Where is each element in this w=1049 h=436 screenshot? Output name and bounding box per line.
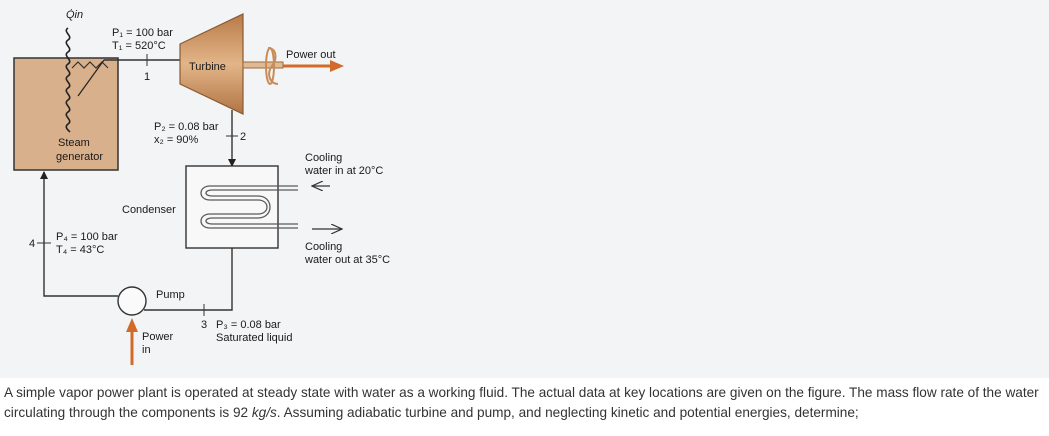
turbine-label: Turbine bbox=[189, 61, 226, 73]
state4-number: 4 bbox=[29, 238, 35, 250]
power-plant-diagram: Steam generator Q̇in 1 P₁ = 100 bar T₁ =… bbox=[13, 8, 390, 365]
heat-input-coil bbox=[65, 27, 71, 133]
state3-number: 3 bbox=[201, 319, 207, 331]
line-state-3 bbox=[144, 248, 233, 311]
state1-number: 1 bbox=[144, 71, 150, 83]
turbine-shaft bbox=[242, 61, 284, 69]
power-in-label-2: in bbox=[142, 344, 151, 356]
condenser-coil-outer bbox=[200, 185, 298, 229]
problem-text-before: A simple vapor power plant is operated a… bbox=[4, 385, 1039, 420]
cooling-in-label-2: water in at 20°C bbox=[304, 165, 383, 177]
cooling-out-label-2: water out at 35°C bbox=[304, 254, 390, 266]
power-out-arrow-head bbox=[330, 60, 344, 72]
problem-text-after: . Assuming adiabatic turbine and pump, a… bbox=[276, 405, 859, 420]
state3-condition: Saturated liquid bbox=[216, 332, 292, 344]
cooling-out-label-1: Cooling bbox=[305, 241, 342, 253]
shaft-rotation-symbol bbox=[265, 47, 275, 85]
power-in-arrow-head bbox=[126, 318, 138, 332]
steam-generator-label-1: Steam bbox=[58, 137, 90, 149]
condenser-label: Condenser bbox=[122, 204, 176, 216]
power-out-label: Power out bbox=[286, 49, 336, 61]
pump-circle bbox=[117, 286, 147, 316]
state2-number: 2 bbox=[240, 131, 246, 143]
state2-quality: x₂ = 90% bbox=[154, 134, 199, 146]
condenser-box bbox=[185, 165, 279, 249]
mass-flow-unit: kg/s bbox=[251, 405, 277, 420]
state1-temperature: T₁ = 520°C bbox=[112, 40, 166, 52]
condenser-coil-inner bbox=[205, 189, 298, 225]
diagram-panel bbox=[0, 0, 1049, 378]
pump-label: Pump bbox=[156, 289, 185, 301]
problem-statement: A simple vapor power plant is operated a… bbox=[4, 383, 1044, 423]
turbine-body bbox=[179, 13, 244, 115]
q-in-label: Q̇in bbox=[66, 8, 83, 21]
state4-temperature: T₄ = 43°C bbox=[56, 244, 104, 256]
power-in-label-1: Power bbox=[142, 331, 174, 343]
line-state-4 bbox=[40, 171, 118, 297]
cooling-in-label-1: Cooling bbox=[305, 152, 342, 164]
state2-pressure: P₂ = 0.08 bar bbox=[154, 121, 219, 133]
generator-outlet-pipe bbox=[77, 59, 105, 97]
steam-generator-label-2: generator bbox=[56, 151, 103, 163]
state3-pressure: P₃ = 0.08 bar bbox=[216, 319, 281, 331]
state4-pressure: P₄ = 100 bar bbox=[56, 231, 118, 243]
state1-pressure: P₁ = 100 bar bbox=[112, 27, 173, 39]
